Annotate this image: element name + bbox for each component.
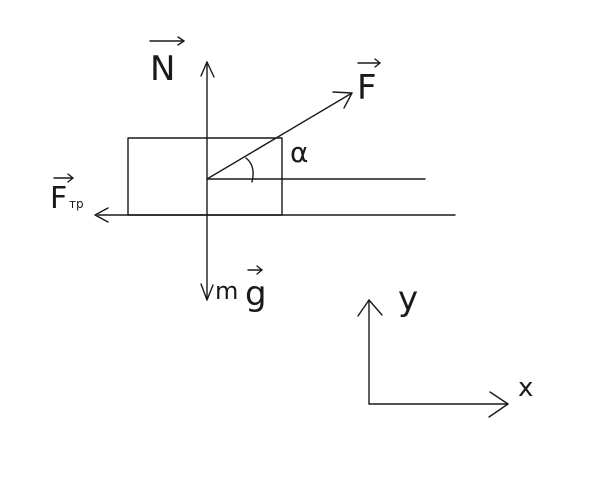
gravity-mass-label: m — [215, 277, 238, 305]
normal-label-overbar-head — [177, 36, 185, 46]
friction-label-overbar-head — [67, 173, 74, 183]
x-axis-arrowhead — [488, 391, 509, 418]
gravity-g-label: g — [245, 274, 267, 314]
gravity-arrowhead — [200, 283, 214, 301]
applied-label-overbar-head — [374, 58, 381, 68]
friction-arrowhead — [94, 207, 109, 223]
friction-force-label: F — [50, 181, 67, 216]
y-axis-label: y — [398, 279, 418, 319]
angle-arc — [245, 157, 254, 183]
applied-force-arrowhead — [332, 91, 353, 109]
normal-force-arrowhead — [200, 61, 215, 78]
x-axis-label: x — [518, 373, 533, 403]
applied-force-vector — [206, 92, 353, 180]
y-axis-arrowhead — [357, 299, 383, 317]
applied-force-label: F — [357, 68, 377, 108]
block — [127, 137, 283, 216]
friction-force-subscript: тр — [69, 197, 84, 211]
gravity-label-overbar-head — [256, 265, 263, 275]
normal-force-label: N — [150, 49, 175, 89]
angle-label: α — [290, 136, 308, 169]
